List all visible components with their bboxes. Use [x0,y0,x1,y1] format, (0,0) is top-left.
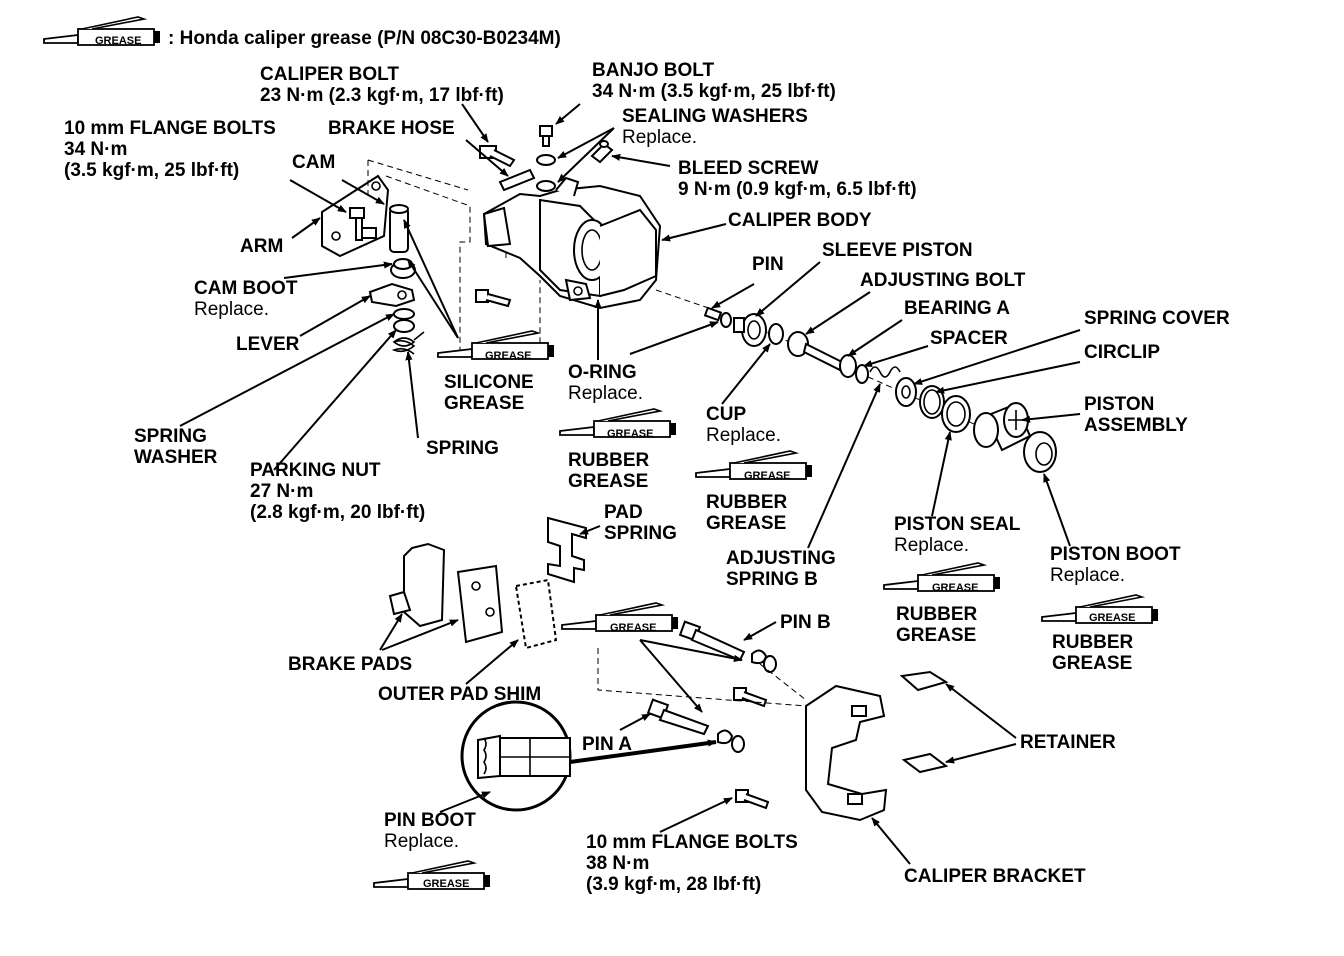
outer-pad-shim-part [514,578,558,650]
label-adjusting-bolt: ADJUSTING BOLT [860,270,1026,291]
o-ring-part [720,312,732,328]
label-retainer: RETAINER [1020,732,1116,753]
flange-bolt-part [349,207,377,241]
adjusting-bolt-part [787,331,844,372]
svg-text:GREASE: GREASE [423,878,469,890]
grease-tube-icon: GREASE [558,407,678,440]
svg-text:GREASE: GREASE [1089,612,1135,624]
pin-b-part [678,620,777,673]
legend-text: : Honda caliper grease (P/N 08C30-B0234M… [168,28,561,49]
retainer-part [899,670,949,774]
label-lever: LEVER [236,334,300,355]
label-arm: ARM [240,236,284,257]
grease-tube-legend-icon: GREASE [42,15,162,47]
circlip-part [919,385,945,419]
grease-tube-icon: GREASE [436,329,556,362]
brake-hose-part [498,168,536,192]
caliper-lower-bolt [475,289,512,308]
piston-seal-part [941,395,971,433]
label-spring: SPRING [426,438,499,459]
adjusting-spring-b-part [869,366,901,378]
brake-pad-part-2 [456,564,504,644]
label-cam: CAM [292,152,336,173]
svg-text:GREASE: GREASE [485,350,531,362]
lever-part [368,282,416,308]
label-pin: PIN [752,254,784,275]
piston-boot-part [1023,431,1057,473]
label-spring-cover: SPRING COVER [1084,308,1230,329]
grease-tube-text: GREASE [95,35,141,47]
label-spacer: SPACER [930,328,1008,349]
label-caliper-bracket: CALIPER BRACKET [904,866,1086,887]
piston-assembly-part [973,402,1032,452]
svg-text:GREASE: GREASE [610,622,656,634]
grease-tube-icon: GREASE [560,601,680,634]
cam-boot-part [390,258,416,279]
spring-washer-part [393,308,415,333]
sleeve-piston-part [733,313,767,347]
grease-tube-icon: GREASE [1040,593,1160,625]
spring-cover-part [895,377,917,407]
caliper-body-part [482,176,662,310]
svg-text:GREASE: GREASE [744,470,790,482]
spacer-part [855,364,869,384]
label-brake-pads: BRAKE PADS [288,654,413,675]
spring-part [391,331,425,355]
banjo-bolt-part [536,125,556,192]
pad-spring-part [547,516,587,584]
label-outer-pad-shim: OUTER PAD SHIM [378,684,542,705]
leader-lines [179,103,1081,865]
label-pin-a: PIN A [582,734,632,755]
label-sleeve-piston: SLEEVE PISTON [822,240,973,261]
label-pin-b: PIN B [780,612,831,633]
pin-part [703,306,723,322]
assembly-guide [367,159,541,351]
pin-a-part [646,698,745,753]
bearing-a-part [839,354,857,378]
pin-boot-detail [460,700,572,812]
bleed-screw-part [590,140,614,164]
grease-tube-icon: GREASE [694,449,814,482]
svg-text:GREASE: GREASE [932,582,978,594]
label-circlip: CIRCLIP [1084,342,1160,363]
cam-part [389,204,409,253]
label-bearing-a: BEARING A [904,298,1010,319]
grease-tube-icon: GREASE [372,859,492,891]
svg-text:GREASE: GREASE [607,428,653,440]
grease-tube-icon: GREASE [882,561,1002,594]
pin-guide [597,648,807,707]
label-brake-hose: BRAKE HOSE [328,118,455,139]
caliper-bracket-part [805,684,888,822]
brake-pad-part [388,542,446,628]
cup-part [768,323,784,345]
piston-axis [655,289,1011,441]
label-caliper-body: CALIPER BODY [728,210,872,231]
